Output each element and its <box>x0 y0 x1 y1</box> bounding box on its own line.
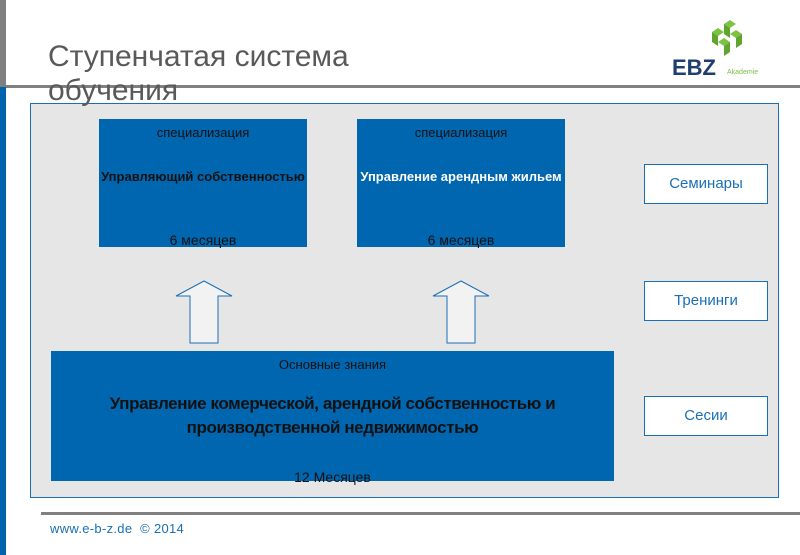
left-accent-gray <box>0 0 6 87</box>
format-seminars: Семинары <box>644 164 768 204</box>
specialization-box-property-manager: специализация Управляющий собственностью… <box>99 119 307 248</box>
specialization-caption: специализация <box>414 125 508 140</box>
footer-text: www.e-b-z.de © 2014 <box>50 521 185 536</box>
page-title: Ступенчатая система обучения <box>48 40 349 107</box>
svg-text:Akademie: Akademie <box>727 69 758 76</box>
basic-name: Управление комерческой, арендной собстве… <box>109 394 556 437</box>
specialization-name: Управляющий собственностью <box>101 169 305 184</box>
up-arrow-icon <box>175 280 233 344</box>
specialization-duration: 6 месяцев <box>169 232 237 248</box>
specialization-box-rental-housing: специализация Управление арендным жильем… <box>357 119 565 248</box>
basic-duration: 12 Месяцев <box>294 469 371 485</box>
header-divider <box>6 85 800 88</box>
logo-cubes-icon: EBZ Akademie <box>672 20 758 80</box>
left-accent-blue <box>0 87 6 555</box>
format-sessions: Сесии <box>644 396 768 436</box>
svg-text:EBZ: EBZ <box>672 55 716 80</box>
basic-knowledge-box: Основные знания Управление комерческой, … <box>51 351 614 485</box>
ebz-logo: EBZ Akademie <box>672 20 772 80</box>
specialization-duration: 6 месяцев <box>427 232 495 248</box>
basic-caption: Основные знания <box>278 357 387 372</box>
footer-divider <box>41 512 800 515</box>
specialization-name: Управление арендным жильем <box>360 169 562 184</box>
up-arrow-icon <box>432 280 490 344</box>
specialization-caption: специализация <box>156 125 250 140</box>
format-trainings: Тренинги <box>644 281 768 321</box>
